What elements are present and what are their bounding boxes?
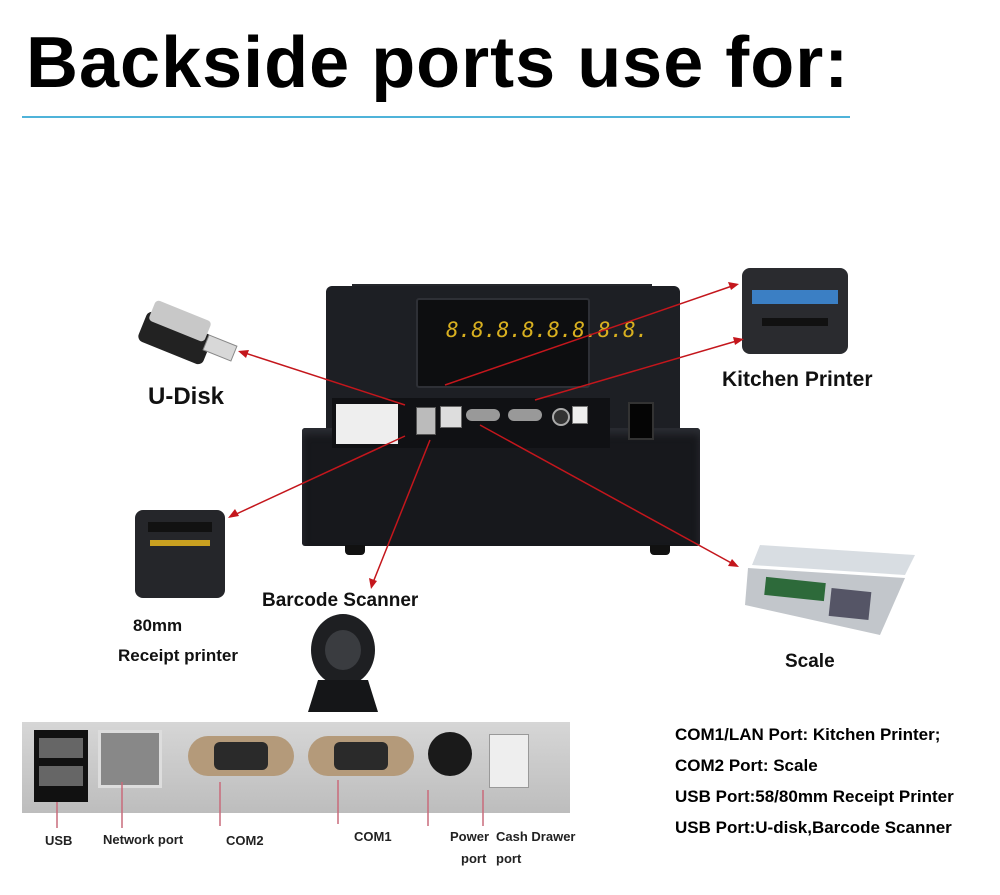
scale-label: Scale [785,651,835,672]
barcode-scanner-label: Barcode Scanner [262,590,419,611]
connection-arrows [228,282,744,589]
com1-port-icon [308,736,414,776]
receipt-printer-icon [135,510,225,598]
device-foot [650,545,670,555]
com2-port-icon [188,736,294,776]
network-port-label: Network port [103,832,184,847]
com1-port-icon [508,409,542,421]
usb-label: USB [45,833,73,848]
com1-label: COM1 [354,829,392,844]
power-port-icon [552,408,570,426]
display-digits: 8.8.8.8.8.8.8.8. [446,318,649,342]
com2-label: COM2 [226,833,264,848]
power-switch-icon [628,402,654,440]
device-label-sticker [336,404,398,444]
port-strip-photo [22,722,570,813]
scale-icon [745,545,915,635]
power-port-label-line2: port [461,851,487,866]
description-line: COM1/LAN Port: Kitchen Printer; [675,725,941,744]
receipt-printer-label: Receipt printer [118,646,238,665]
cash-drawer-port-icon [489,734,529,788]
barcode-scanner-icon [308,614,378,712]
u-disk-label: U-Disk [148,383,225,410]
customer-display [416,298,590,388]
receipt-printer-size-label: 80mm [133,616,183,635]
device-foot [345,545,365,555]
description-line: USB Port:58/80mm Receipt Printer [675,787,954,806]
cash-drawer-port-icon [572,406,588,424]
usb-ports-icon [34,730,88,802]
description-line: COM2 Port: Scale [675,756,818,775]
usb-port-icon [416,407,436,435]
kitchen-printer-label: Kitchen Printer [722,368,873,391]
u-disk-icon [138,300,238,365]
cash-drawer-label-line2: port [496,851,522,866]
page-title: Backside ports use for: [26,23,850,103]
port-leader-lines [56,780,484,828]
power-port-icon [428,732,472,776]
network-port-icon [440,406,462,428]
kitchen-printer-icon [742,268,848,354]
network-port-icon [98,730,162,788]
cash-drawer-label-line1: Cash Drawer [496,829,576,844]
power-port-label-line1: Power [450,829,490,844]
description-line: USB Port:U-disk,Barcode Scanner [675,818,952,837]
com2-port-icon [466,409,500,421]
title-underline [22,116,850,118]
